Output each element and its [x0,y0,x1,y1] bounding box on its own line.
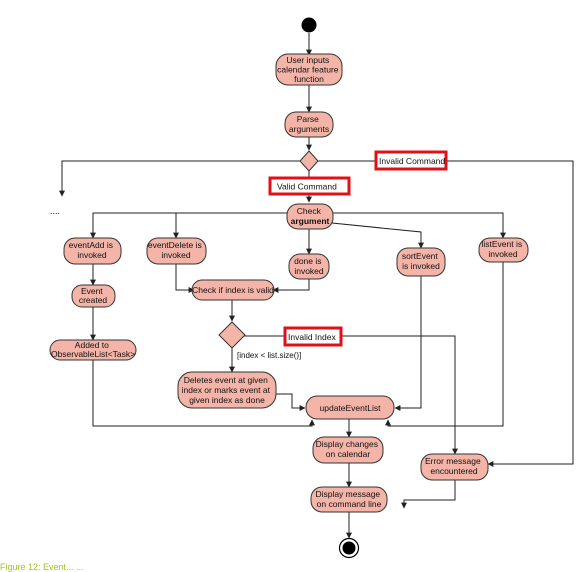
svg-text:Check argument: Check argument [291,206,330,226]
added-to-line-2: ObservableList<Task> [51,349,135,359]
parse-args-line-2: arguments [289,124,329,134]
node-done: done is invoked [288,253,330,280]
deletes-event-line-3: given index as done [189,395,265,405]
svg-text:Display message on com: Display message on command line [315,489,382,509]
figure-caption: Figure 12: Event... ... [0,562,84,572]
svg-text:Deletes event at given: Deletes event at given index or marks ev… [182,375,273,405]
svg-text:Error message encounte: Error message encountered [425,456,483,476]
node-deletes-event: Deletes event at given index or marks ev… [177,371,277,409]
invalid-command-text: Invalid Command [379,156,445,166]
parse-args-line-1: Parse [297,114,319,124]
svg-text:done is invoked: done is invoked [294,256,324,276]
node-error-message: Error message encountered [420,453,489,481]
done-line-1: done is [294,256,321,266]
svg-text:Display changes on cal: Display changes on calendar [316,439,381,459]
display-message-line-1: Display message [315,489,380,499]
display-changes-line-1: Display changes [316,439,378,449]
done-line-2: invoked [294,266,324,276]
node-event-add: eventAdd is invoked [63,237,122,265]
svg-text:eventDelete is invoked: eventDelete is invoked [148,240,204,260]
svg-text:Added to ObservableLis: Added to ObservableList<Task> [51,340,135,359]
display-changes-line-2: on calendar [326,449,371,459]
node-display-message: Display message on command line [310,486,388,513]
display-message-line-2: on command line [317,499,382,509]
list-event-line-2: invoked [488,249,518,259]
list-event-line-1: listEvent is [482,239,523,249]
node-update-event-list: updateEventList [305,395,395,420]
update-event-list-label: updateEventList [320,403,382,413]
guard-invalid-index: Invalid Index [283,326,343,347]
user-inputs-line-2: calendar feature [277,65,339,75]
edges [59,33,574,539]
error-message-line-2: encountered [430,466,478,476]
node-event-created: Event created [71,284,116,308]
event-add-line-1: eventAdd is [69,240,113,250]
user-inputs-line-1: User inputs [286,55,329,65]
check-argument-line-1: Check [297,206,322,216]
event-created-line-1: Event [81,286,103,296]
deletes-event-line-2: index or marks event at [182,385,271,395]
valid-command-text: Valid Command [277,182,337,192]
index-condition-guard: [index < list.size()] [237,351,301,360]
decision-index [218,321,246,349]
deletes-event-line-1: Deletes event at given [184,375,268,385]
guard-valid-command: Valid Command [268,176,351,196]
svg-text:eventAdd is invoked: eventAdd is invoked [69,240,116,260]
svg-text:Check if index is valid: Check if index is valid [192,285,274,295]
node-list-event: listEvent is invoked [478,237,529,263]
node-check-argument: Check argument [286,203,334,230]
svg-text:listEvent is invoked: listEvent is invoked [482,239,525,259]
svg-text:Event created: Event created [79,286,108,305]
ellipsis-text: .... [50,206,60,216]
user-inputs-line-3: function [294,74,324,84]
node-event-delete: eventDelete is invoked [146,237,207,265]
decision-command [299,150,319,172]
event-add-line-2: invoked [77,250,107,260]
svg-text:Parse arguments: Parse arguments [289,114,329,134]
event-delete-line-2: invoked [161,250,191,260]
sort-event-line-2: is invoked [402,261,440,271]
guard-invalid-command: Invalid Command [374,150,448,171]
node-check-index: Check if index is valid [191,279,275,301]
node-user-inputs: User inputs calendar feature function [275,53,343,86]
svg-text:User inputs calendar f: User inputs calendar feature function [277,55,341,84]
start-node [301,17,317,33]
event-created-line-2: created [79,295,108,305]
error-message-line-1: Error message [425,456,481,466]
sort-event-line-1: sortEvent [402,251,439,261]
node-parse-arguments: Parse arguments [284,111,334,138]
added-to-line-1: Added to [75,340,109,350]
event-delete-line-1: eventDelete is [148,240,202,250]
check-index-line-1: Check if index is valid [192,285,274,295]
svg-text:updateEventList: updateEventList [320,403,382,413]
invalid-index-text: Invalid Index [288,332,336,342]
node-sort-event: sortEvent is invoked [396,247,446,277]
node-display-changes: Display changes on calendar [312,436,384,464]
svg-text:sortEvent is invoked: sortEvent is invoked [402,251,440,271]
check-argument-line-2: argument [291,216,330,226]
node-added-to-list: Added to ObservableList<Task> [49,339,137,361]
end-node [338,537,360,559]
